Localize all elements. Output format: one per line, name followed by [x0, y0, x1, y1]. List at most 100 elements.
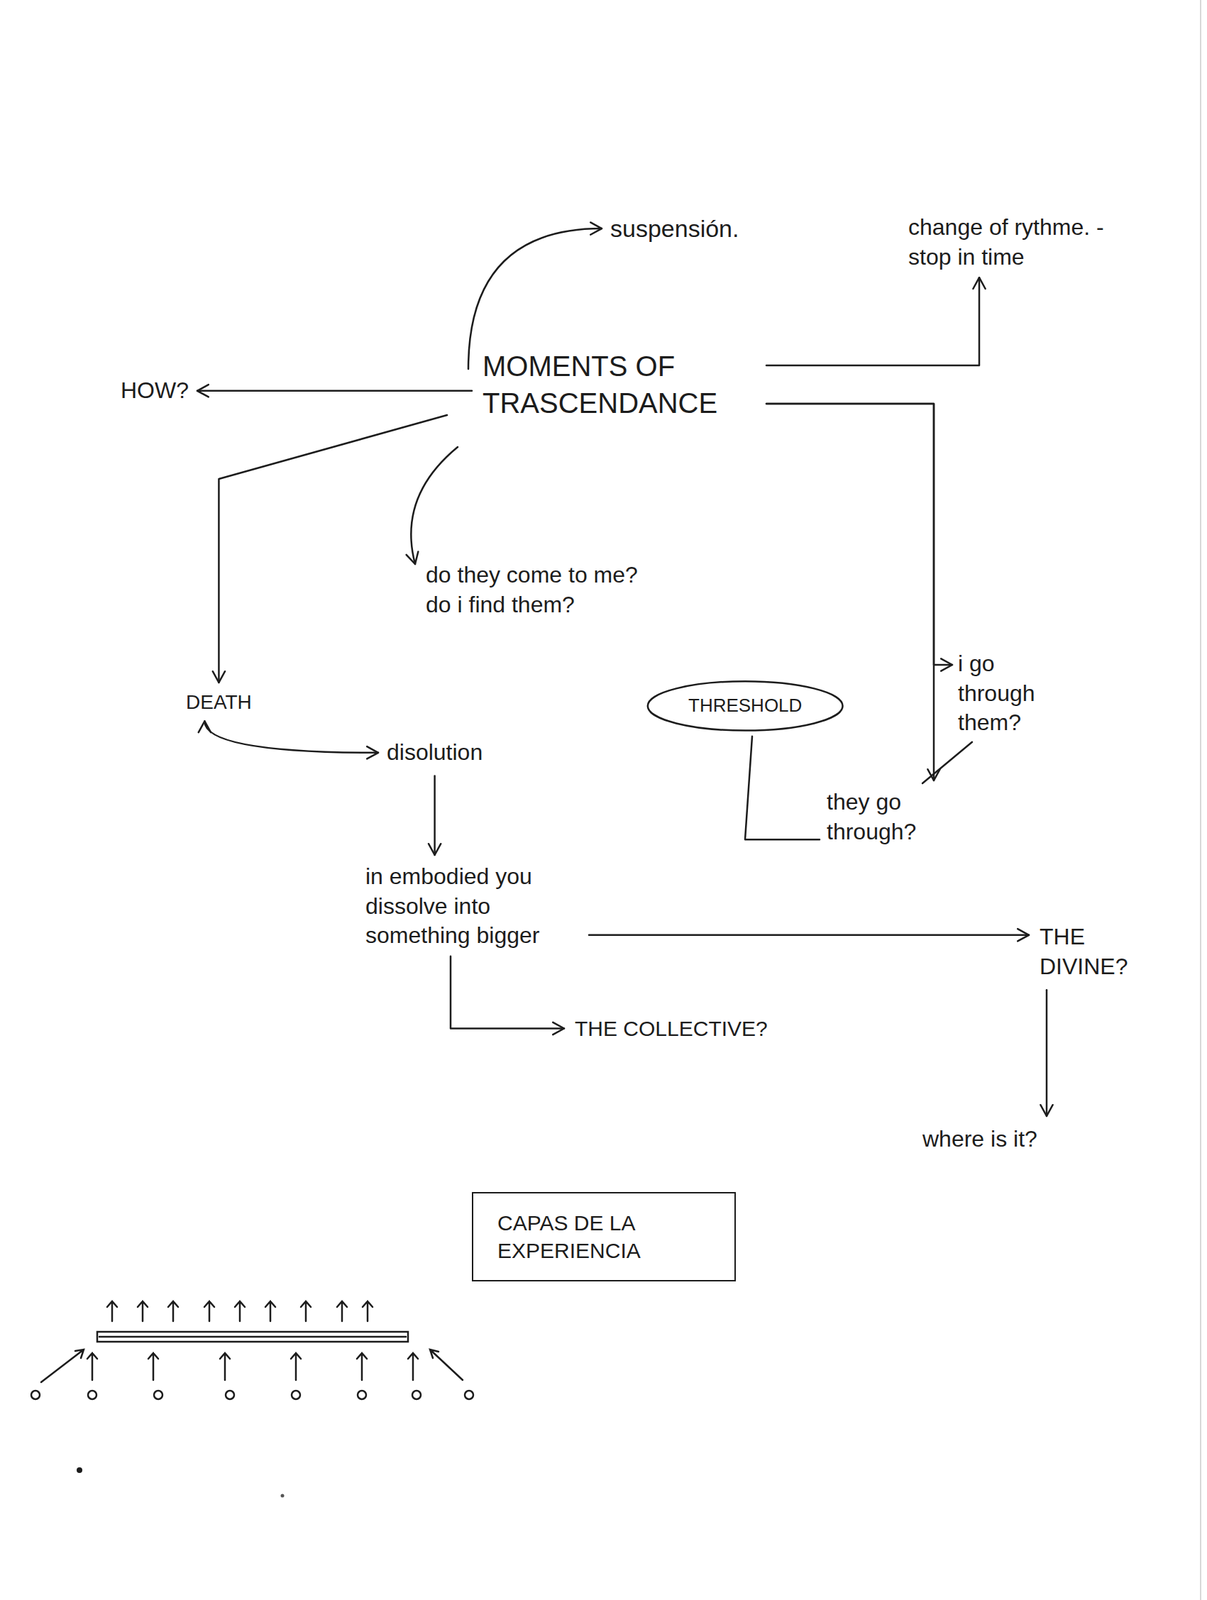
- ellipse-outline: [647, 681, 843, 731]
- connector-arrow: [588, 928, 1029, 941]
- node-text: suspensión.: [610, 212, 739, 245]
- node-text: DEATH: [185, 689, 252, 716]
- text-node: change of rythme. - stop in time: [908, 212, 1143, 272]
- connector-arrow: [197, 384, 472, 397]
- up-arrow: [204, 1301, 215, 1322]
- connector-arrow: [745, 736, 820, 840]
- person-circle: [412, 1390, 421, 1400]
- central-topic: MOMENTS OF TRASCENDANCE: [482, 347, 738, 422]
- connector-line: [433, 776, 436, 856]
- up-arrow: [356, 1353, 367, 1381]
- connector-line: [410, 447, 458, 565]
- arrowhead: [552, 1022, 565, 1035]
- person-circle: [153, 1390, 163, 1400]
- node-text: THRESHOLD: [688, 693, 802, 719]
- boxed-note: CAPAS DE LA EXPERIENCIA: [471, 1192, 736, 1282]
- up-arrow: [408, 1353, 418, 1381]
- person-circle: [31, 1390, 40, 1400]
- person-circle: [291, 1390, 301, 1400]
- up-arrow: [137, 1301, 148, 1322]
- connector-line: [204, 720, 379, 753]
- node-text: i go through them?: [957, 649, 1065, 738]
- text-node: HOW?: [120, 376, 189, 406]
- connector-line: [1045, 989, 1049, 1117]
- ink-dot: [76, 1467, 83, 1474]
- scan-edge: [1199, 0, 1202, 1600]
- text-node: suspensión.: [610, 212, 739, 245]
- arrowhead: [366, 746, 379, 759]
- connector-arrow: [428, 776, 441, 856]
- up-arrow: [290, 1353, 301, 1381]
- text-node: i go through them?: [957, 649, 1065, 738]
- up-arrow: [362, 1301, 373, 1322]
- up-arrow: [87, 1353, 98, 1381]
- connector-line: [766, 403, 934, 781]
- connector-arrow: [766, 403, 953, 672]
- threshold-ellipse: THRESHOLD: [645, 679, 845, 733]
- connector-arrow: [450, 956, 565, 1035]
- connector-arrow: [198, 720, 379, 759]
- up-arrow: [300, 1301, 311, 1322]
- connector-arrow: [922, 742, 973, 784]
- node-text: disolution: [386, 737, 483, 768]
- connector-arrow: [766, 277, 986, 366]
- text-node: THE DIVINE?: [1039, 922, 1175, 982]
- text-node: DEATH: [185, 689, 252, 716]
- node-text: MOMENTS OF TRASCENDANCE: [482, 347, 738, 422]
- connector-arrow: [406, 447, 458, 565]
- bar-inner-line: [99, 1336, 406, 1339]
- arrowhead: [972, 277, 985, 289]
- up-arrow: [107, 1301, 118, 1322]
- up-arrow: [337, 1301, 347, 1322]
- text-node: disolution: [386, 737, 483, 768]
- connector-line: [468, 228, 602, 369]
- up-arrow: [234, 1301, 245, 1322]
- arrowhead: [1017, 928, 1029, 941]
- person-circle: [225, 1390, 235, 1400]
- node-text: THE DIVINE?: [1039, 922, 1175, 982]
- arrowhead: [198, 720, 211, 733]
- diagonal-arrow: [430, 1349, 463, 1381]
- node-text: do they come to me? do i find them?: [425, 560, 660, 620]
- person-circle: [464, 1390, 474, 1400]
- text-node: THE COLLECTIVE?: [574, 1014, 768, 1043]
- arrowhead: [212, 671, 225, 683]
- diagonal-arrow: [41, 1349, 84, 1383]
- connector-arrow: [1040, 989, 1053, 1117]
- connector-line: [450, 956, 565, 1029]
- arrowhead: [590, 222, 602, 235]
- node-text: HOW?: [120, 376, 189, 406]
- node-text: where is it?: [922, 1124, 1038, 1155]
- node-text: they go through?: [826, 787, 969, 847]
- connector-line: [766, 403, 953, 665]
- arrowhead: [197, 384, 209, 397]
- arrowhead: [428, 843, 441, 856]
- person-circle: [357, 1390, 367, 1400]
- connector-line: [745, 736, 820, 840]
- up-arrow: [265, 1301, 276, 1322]
- ink-dot: [280, 1494, 285, 1498]
- up-arrow: [168, 1301, 179, 1322]
- bar: [97, 1331, 409, 1342]
- connector-line: [766, 277, 980, 366]
- connector-line: [922, 742, 973, 784]
- connector-line: [197, 390, 472, 393]
- connector-line: [588, 934, 1029, 937]
- person-circle: [87, 1390, 97, 1400]
- text-node: in embodied you dissolve into something …: [365, 862, 579, 951]
- node-text: CAPAS DE LA EXPERIENCIA: [497, 1209, 711, 1265]
- node-text: change of rythme. - stop in time: [908, 212, 1143, 272]
- up-arrow: [219, 1353, 230, 1381]
- arrowhead: [406, 552, 419, 565]
- connector-arrow: [468, 222, 602, 369]
- text-node: do they come to me? do i find them?: [425, 560, 660, 620]
- up-arrow: [148, 1353, 159, 1381]
- arrowhead: [940, 658, 953, 671]
- text-node: they go through?: [826, 787, 969, 847]
- arrowhead: [1040, 1104, 1053, 1117]
- node-text: in embodied you dissolve into something …: [365, 862, 579, 951]
- connector-arrow: [766, 403, 941, 781]
